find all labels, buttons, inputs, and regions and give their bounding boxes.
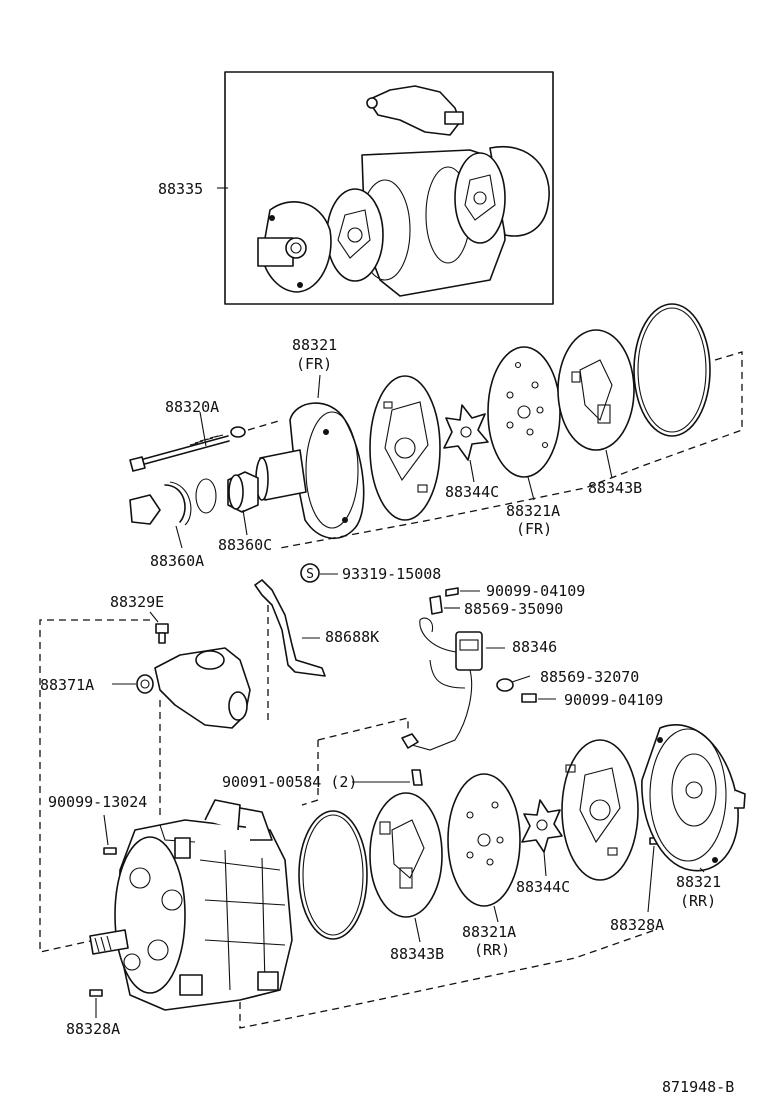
alignment-line-left: [39, 619, 150, 953]
label-93319-15008: 93319-15008: [342, 565, 441, 583]
reed-valve-88344c-top: [443, 404, 489, 483]
label-88360c: 88360C: [218, 536, 272, 554]
alignment-line-bottom: [239, 929, 656, 1029]
valve-disc-88321a-fr: [487, 346, 561, 501]
label-90099-04109-a: 90099-04109: [486, 582, 585, 600]
inset-valve-plate-front: [326, 188, 384, 282]
alignment-line-top: [279, 351, 743, 549]
retainer-88360a: [129, 481, 192, 549]
label-88569-35090: 88569-35090: [464, 600, 563, 618]
sensor-88346: [411, 617, 505, 751]
label-88346: 88346: [512, 638, 557, 656]
svg-text:S: S: [306, 567, 314, 582]
label-88335: 88335: [158, 180, 203, 198]
label-88344c-top: 88344C: [445, 483, 499, 501]
o-ring-bottom: [298, 810, 368, 940]
label-88321-fr: 88321: [292, 336, 337, 354]
washer-icon: [230, 426, 246, 438]
label-88321a-rr: 88321A: [462, 923, 516, 941]
valve-plate-rear: [561, 739, 639, 881]
label-90091-00584: 90091-00584 (2): [222, 773, 357, 791]
label-88344c-bottom: 88344C: [516, 878, 570, 896]
inset-valve-plate-rear: [454, 152, 506, 244]
gasket-88343b-bottom: [369, 792, 443, 943]
stud-90091-00584: [352, 733, 423, 786]
through-bolt-88320a: [129, 434, 230, 472]
bolt-88329e: [149, 611, 169, 644]
label-88321-rr-sub: (RR): [680, 892, 716, 910]
snap-ring-icon: [195, 478, 217, 514]
screw-90099-04109a: [445, 587, 480, 597]
o-ring-top: [633, 303, 711, 437]
label-88328a-right: 88328A: [610, 916, 664, 934]
valve-plate-front: [369, 375, 441, 521]
label-90099-13024: 90099-13024: [48, 793, 147, 811]
label-88321-fr-sub: (FR): [296, 355, 332, 373]
clip-88569-32070: [496, 675, 531, 692]
label-88328a-left: 88328A: [66, 1020, 120, 1038]
label-88343b-top: 88343B: [588, 479, 642, 497]
label-88321a-rr-sub: (RR): [474, 941, 510, 959]
drawing-number: 871948-B: [662, 1078, 734, 1096]
label-88360a: 88360A: [150, 552, 204, 570]
pin-88328a-left: [89, 989, 103, 997]
valve-body-88371a: [112, 647, 251, 729]
bracket-88688k: [254, 579, 326, 720]
screw-90099-04109b: [521, 693, 556, 703]
label-88321a-fr: 88321A: [506, 502, 560, 520]
label-88688k: 88688K: [325, 628, 379, 646]
label-88329e: 88329E: [110, 593, 164, 611]
sleeve-88360c: [227, 471, 259, 536]
rear-housing-88321-rr: [641, 724, 746, 873]
lower-assembly: S: [39, 563, 746, 1029]
valve-disc-88321a-rr: [447, 773, 521, 923]
cylinder-block: [89, 799, 293, 1011]
front-housing-group: [129, 303, 743, 549]
label-88343b-bottom: 88343B: [390, 945, 444, 963]
gasket-88343b-top: [557, 329, 635, 479]
inset-88335-assembly: [217, 71, 554, 305]
label-88321-rr: 88321: [676, 873, 721, 891]
label-88320a: 88320A: [165, 398, 219, 416]
s-mark-icon: [300, 563, 320, 583]
inset-rear-housing: [489, 145, 550, 237]
inset-valve-block: [367, 85, 461, 136]
label-88321a-fr-sub: (FR): [516, 520, 552, 538]
reed-valve-88344c-bottom: [521, 799, 563, 877]
clip-88569-35090: [429, 595, 460, 615]
label-90099-04109-b: 90099-04109: [564, 691, 663, 709]
part-labels: 88335 88321 (FR) 88320A 88344C 88321A (F…: [40, 180, 734, 1096]
label-88371a: 88371A: [40, 676, 94, 694]
front-housing-88321-fr: [255, 402, 365, 540]
pin-90099-13024: [103, 847, 117, 855]
label-88569-32070: 88569-32070: [540, 668, 639, 686]
